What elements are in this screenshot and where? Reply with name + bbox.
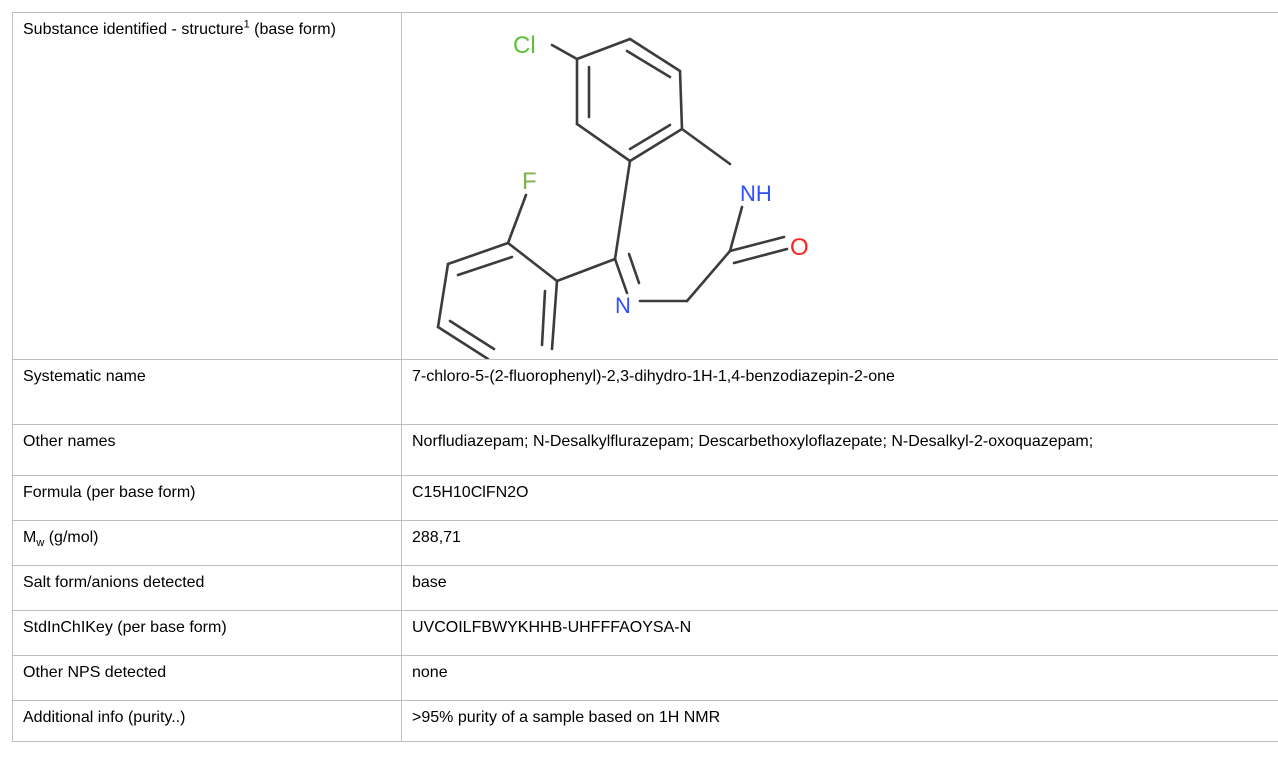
bond [728,205,744,253]
bond [436,325,490,361]
additional-info-label: Additional info (purity..) [12,700,402,742]
other-nps-label: Other NPS detected [12,655,402,701]
atom-fluorine: F [522,168,537,195]
bond [436,262,450,329]
systematic-name-value: 7-chloro-5-(2-fluorophenyl)-2,3-dihydro-… [401,359,1278,425]
bond [575,122,632,163]
row-other-nps: Other NPS detected none [12,655,1278,701]
row-formula: Formula (per base form) C15H10ClFN2O [12,475,1278,521]
structure-footnote-marker: 1 [243,18,250,31]
bond [550,279,559,351]
bond [685,249,732,303]
other-nps-value: none [401,655,1278,701]
bond [540,289,547,347]
bond [628,127,684,163]
row-molecular-weight: Mw (g/mol) 288,71 [12,520,1278,566]
bond [732,247,789,265]
other-names-value: Norfludiazepam; N-Desalkylflurazepam; De… [401,424,1278,476]
molecule-structure-svg: Cl F NH O N [436,32,809,361]
bond [550,43,579,61]
bond [625,49,672,79]
salt-form-value: base [401,565,1278,611]
bond [575,37,632,61]
row-other-names: Other names Norfludiazepam; N-Desalkylfl… [12,424,1278,476]
formula-label: Formula (per base form) [12,475,402,521]
stdinchikey-value: UVCOILFBWYKHHB-UHFFFAOYSA-N [401,610,1278,656]
row-additional-info: Additional info (purity..) >95% purity o… [12,700,1278,742]
bond [456,255,514,277]
mw-label-cell: Mw (g/mol) [12,520,402,566]
substance-report-table: Substance identified - structure1 (base … [12,12,1278,742]
atom-nitrogen: N [615,293,631,318]
salt-form-label: Salt form/anions detected [12,565,402,611]
bond [613,159,632,261]
bond [628,123,672,151]
row-stdinchikey: StdInChIKey (per base form) UVCOILFBWYKH… [12,610,1278,656]
row-systematic-name: Systematic name 7-chloro-5-(2-fluorophen… [12,359,1278,425]
bond [678,69,684,131]
formula-value: C15H10ClFN2O [401,475,1278,521]
mw-label-main: M [23,529,37,546]
structure-drawing: Cl F NH O N [412,19,972,361]
atom-oxygen: O [790,234,809,261]
bond [506,241,559,283]
molecule-bonds [436,37,789,361]
bond [506,193,528,245]
bond [613,257,629,295]
mw-value: 288,71 [401,520,1278,566]
systematic-name-label: Systematic name [12,359,402,425]
row-salt-form: Salt form/anions detected base [12,565,1278,611]
structure-label-cell: Substance identified - structure1 (base … [12,12,402,360]
atom-nh: NH [740,181,772,206]
structure-label-main: Substance identified - structure [23,21,244,38]
bond [555,257,617,283]
mw-label-tail: (g/mol) [44,529,99,546]
row-structure: Substance identified - structure1 (base … [12,12,1278,361]
atom-chlorine: Cl [513,32,536,59]
structure-image-cell: Cl F NH O N [401,12,1278,361]
bond [446,241,510,266]
bond [448,319,496,351]
bond [628,37,682,73]
structure-label-tail: (base form) [249,21,336,38]
stdinchikey-label: StdInChIKey (per base form) [12,610,402,656]
bond [680,127,732,166]
additional-info-value: >95% purity of a sample based on 1H NMR [401,700,1278,742]
other-names-label: Other names [12,424,402,476]
bond [728,235,786,253]
bond [627,252,641,285]
mw-label-subscript: w [36,537,45,550]
